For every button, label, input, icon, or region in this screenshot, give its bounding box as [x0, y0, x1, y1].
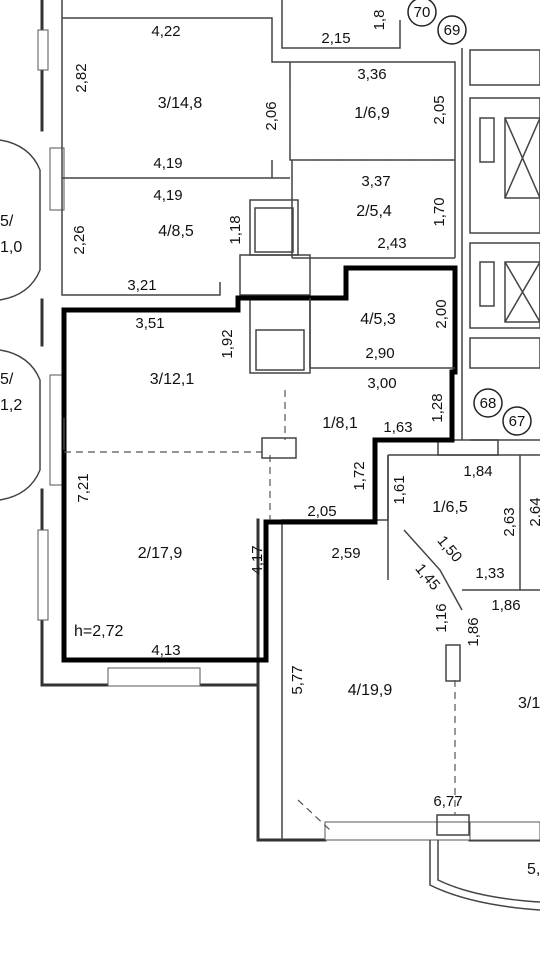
dimension-label: 1,33 — [475, 565, 504, 582]
dimension-label: 4,13 — [151, 642, 180, 659]
dimension-label: 7,21 — [75, 473, 92, 502]
window — [49, 147, 65, 211]
room-label: 4/19,9 — [348, 682, 393, 699]
exterior-wall-bottom — [256, 518, 327, 842]
dimension-label: 1,61 — [391, 475, 408, 504]
balcony-mid-outline — [0, 349, 41, 501]
dimension-label: 2,82 — [73, 63, 90, 92]
dimension-label: 5,77 — [289, 665, 306, 694]
window-bottom-far-right — [469, 821, 540, 841]
dimension-label: 3,00 — [367, 375, 396, 392]
svg-text:70: 70 — [414, 4, 431, 21]
dimension-label: 2,26 — [71, 225, 88, 254]
dimension-label: 3,51 — [135, 315, 164, 332]
svg-text:68: 68 — [480, 395, 497, 412]
flat-marker-68: 68 — [473, 388, 503, 418]
dimension-label: 4,19 — [153, 155, 182, 172]
dimension-label: 1,45 — [412, 560, 444, 593]
flat-marker-67: 67 — [502, 406, 532, 436]
dimension-label: 2,59 — [331, 545, 360, 562]
room-label: 1/6,5 — [432, 499, 468, 516]
elevator-shaft — [469, 97, 540, 234]
dimension-label: 1,18 — [227, 215, 244, 244]
dimension-label: 3,37 — [361, 173, 390, 190]
room-label: 3/14,8 — [158, 95, 203, 112]
window-bottom-right — [324, 821, 471, 841]
dimension-label: 4,22 — [151, 23, 180, 40]
ceiling-height: h=2,72 — [74, 623, 123, 640]
dimension-label: 2,90 — [365, 345, 394, 362]
svg-text:67: 67 — [509, 413, 526, 430]
dimension-label: 1,84 — [463, 463, 492, 480]
dimension-label: 2,06 — [263, 101, 280, 130]
dimension-label: 4,17 — [249, 545, 266, 574]
dimension-label: 1,50 — [434, 532, 466, 565]
dimension-label: 3,36 — [357, 66, 386, 83]
room-label: 5, — [527, 861, 540, 878]
dimension-label: 1,86 — [491, 597, 520, 614]
flat-marker-70: 70 — [407, 0, 437, 27]
window — [37, 529, 49, 621]
dimension-label: 6,77 — [433, 793, 462, 810]
room-label: 4/5,3 — [360, 311, 396, 328]
room-label: 3/12,1 — [150, 371, 195, 388]
svg-text:69: 69 — [444, 22, 461, 39]
window-bottom — [107, 667, 201, 687]
dimension-label: 3,21 — [127, 277, 156, 294]
dimension-label: 1,28 — [429, 393, 446, 422]
dimension-label: 1,72 — [351, 461, 368, 490]
dimension-label: 1,70 — [431, 197, 448, 226]
room-label: 1,2 — [0, 397, 22, 414]
room-label: 1,0 — [0, 239, 22, 256]
dimension-label: 2,15 — [321, 30, 350, 47]
apartment-outline — [61, 265, 458, 663]
dimension-label: 1,92 — [219, 329, 236, 358]
dimension-label: 2,05 — [307, 503, 336, 520]
dimension-label: 1,63 — [383, 419, 412, 436]
dimension-label: 4,19 — [153, 187, 182, 204]
window — [37, 29, 49, 71]
flat-marker-69: 69 — [437, 15, 467, 45]
room-label: 5/ — [0, 371, 14, 388]
dimension-label: 1,8 — [371, 10, 388, 31]
dimension-label: 2,05 — [431, 95, 448, 124]
dimension-label: 2,64 — [527, 497, 540, 526]
elevator-shaft — [469, 242, 540, 329]
room-label: 2/5,4 — [356, 203, 392, 220]
dimension-label: 2,00 — [433, 299, 450, 328]
room-label: 1/6,9 — [354, 105, 390, 122]
room-label: 5/ — [0, 213, 14, 230]
dimension-label: 2,43 — [377, 235, 406, 252]
dimension-label: 1,86 — [465, 617, 482, 646]
room-label: 1/8,1 — [322, 415, 358, 432]
dimension-label: 2,63 — [501, 507, 518, 536]
room-label: 3/1 — [518, 695, 540, 712]
balcony-top-outline — [0, 139, 41, 301]
balcony-bottom-outline — [429, 840, 540, 911]
room-label: 4/8,5 — [158, 223, 194, 240]
room-label: 2/17,9 — [138, 545, 183, 562]
dimension-label: 1,16 — [433, 603, 450, 632]
